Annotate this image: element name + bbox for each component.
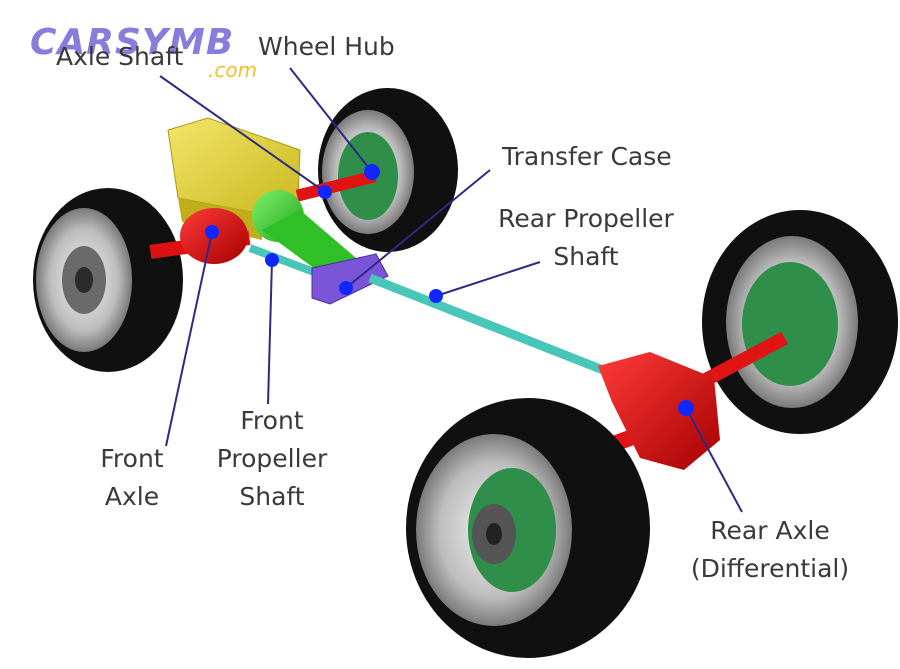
label-rear-propeller-shaft: Rear Propeller Shaft xyxy=(486,200,686,276)
label-rear-propeller-line2: Shaft xyxy=(553,242,619,271)
transmission xyxy=(252,190,356,280)
pointer-dots xyxy=(205,164,694,416)
front-right-wheel xyxy=(406,398,650,658)
label-front-propeller-line1: Front xyxy=(240,406,304,435)
axle-shaft-shape xyxy=(295,170,377,202)
label-rear-axle-line1: Rear Axle xyxy=(710,516,830,545)
label-front-axle: Front Axle xyxy=(86,440,178,516)
rear-left-wheel xyxy=(318,88,458,252)
label-front-axle-line1: Front xyxy=(100,444,164,473)
dot-rear-propeller xyxy=(429,289,443,303)
pointer-wheel-hub xyxy=(289,67,373,173)
dot-transfer-case xyxy=(339,281,353,295)
pointer-front-propeller xyxy=(267,259,273,405)
dot-front-propeller xyxy=(265,253,279,267)
rear-propeller-shaft-shape xyxy=(368,273,610,377)
label-front-propeller-line2: Propeller xyxy=(216,444,328,473)
dot-front-axle xyxy=(205,225,219,239)
label-rear-axle: Rear Axle (Differential) xyxy=(672,512,868,588)
label-wheel-hub: Wheel Hub xyxy=(258,32,395,61)
front-left-wheel xyxy=(33,188,183,372)
rear-right-wheel xyxy=(702,210,898,434)
dot-axle-shaft xyxy=(318,185,332,199)
label-axle-shaft: Axle Shaft xyxy=(56,42,184,71)
label-front-axle-line2: Axle xyxy=(104,482,160,511)
label-rear-axle-line2: (Differential) xyxy=(690,554,850,583)
label-front-propeller-shaft: Front Propeller Shaft xyxy=(206,402,338,516)
label-front-propeller-line3: Shaft xyxy=(239,482,305,511)
label-transfer-case: Transfer Case xyxy=(502,142,672,171)
pointer-lines xyxy=(159,67,743,513)
label-rear-propeller-line1: Rear Propeller xyxy=(498,204,674,233)
dot-wheel-hub xyxy=(364,164,380,180)
dot-rear-axle xyxy=(678,400,694,416)
pointer-axle-shaft xyxy=(159,75,326,193)
pointer-rear-axle xyxy=(685,407,743,513)
transfer-case-shape xyxy=(311,253,389,305)
pointer-transfer-case xyxy=(345,169,491,289)
pointer-front-axle xyxy=(165,231,213,447)
watermark-logo: CARSYMB .com xyxy=(30,22,257,82)
watermark-brand: CARSYMB xyxy=(30,22,235,63)
pointer-rear-propeller xyxy=(435,261,541,297)
watermark-domain: .com xyxy=(208,58,258,82)
